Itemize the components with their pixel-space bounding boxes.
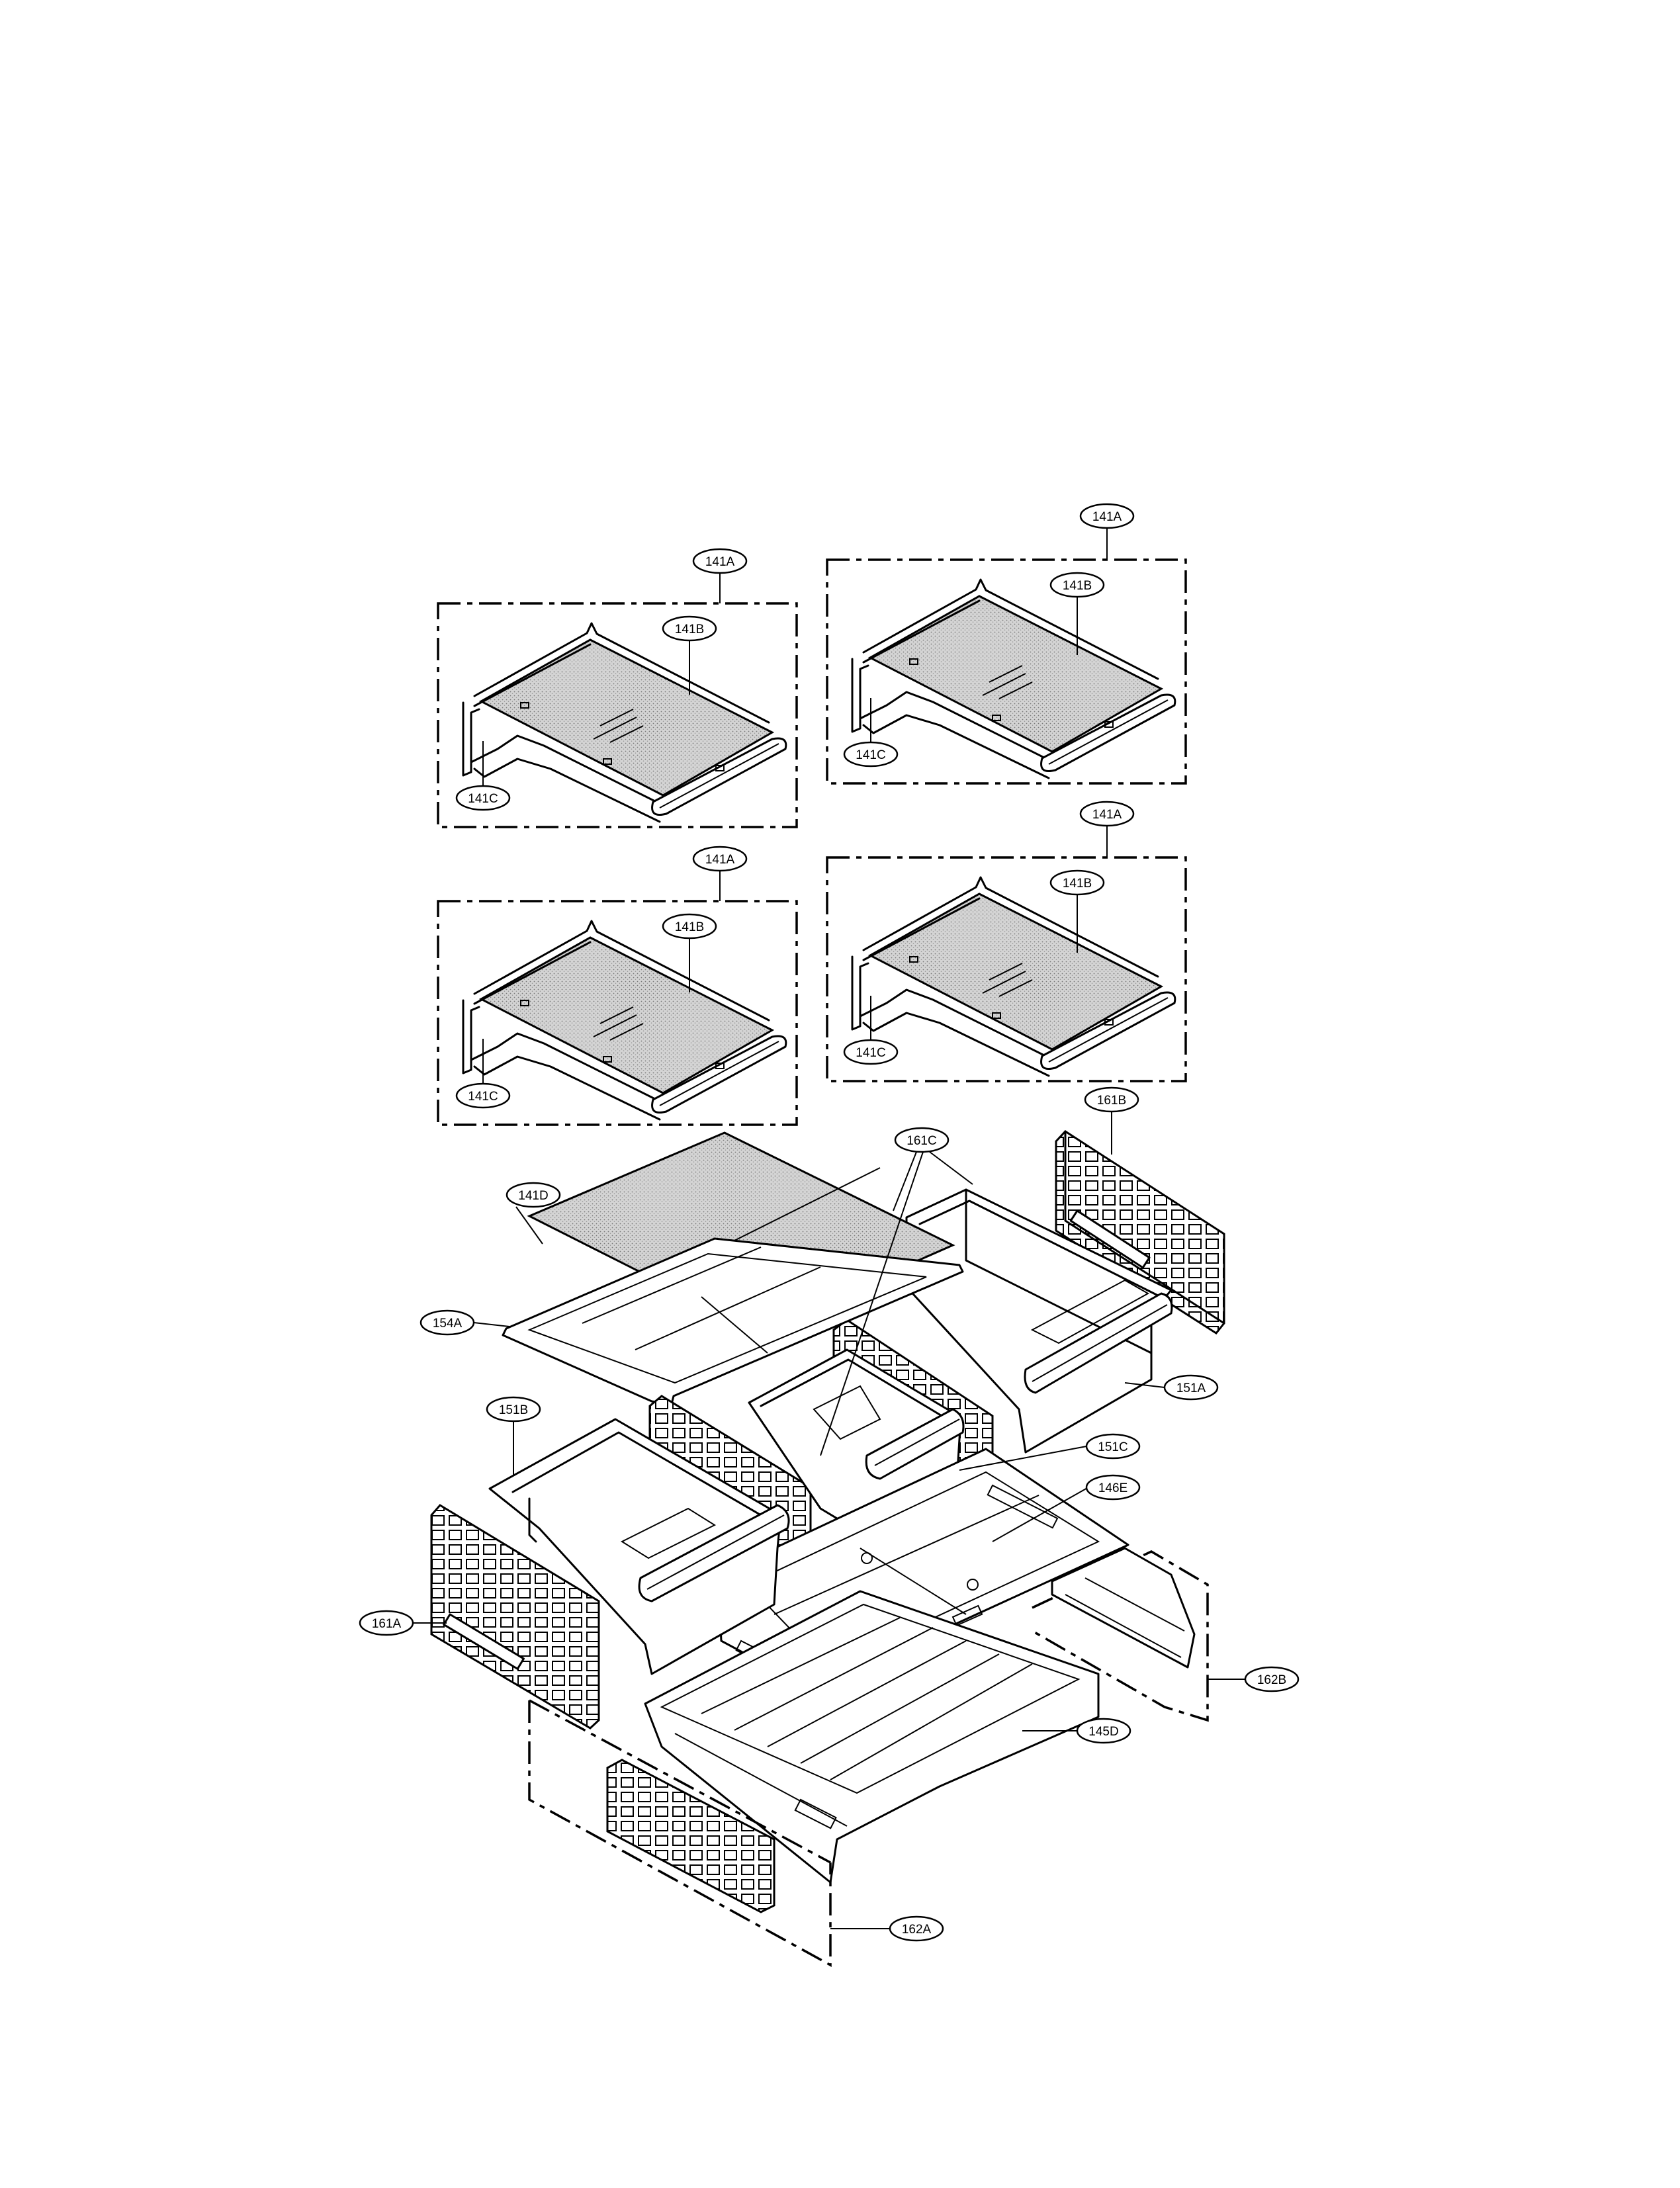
svg-text:151A: 151A [1176, 1381, 1206, 1395]
svg-text:141B: 141B [675, 920, 704, 934]
bin-145D [644, 1590, 1100, 1884]
svg-text:141A: 141A [1092, 510, 1122, 524]
callout-141B-4: 141B [1049, 869, 1105, 896]
rail-162B [1032, 1547, 1209, 1722]
callout-141B-1: 141B [662, 615, 717, 642]
callout-141A-4: 141A [1079, 801, 1135, 827]
callout-141B-3: 141B [662, 913, 717, 940]
callout-145D: 145D [1076, 1718, 1131, 1744]
drawer-151B [488, 1418, 790, 1675]
svg-text:146E: 146E [1098, 1481, 1127, 1495]
callout-151C: 151C [1085, 1433, 1141, 1460]
svg-text:141A: 141A [1092, 808, 1122, 822]
svg-text:141A: 141A [705, 853, 735, 867]
svg-text:161A: 161A [372, 1617, 402, 1631]
callout-141A-2: 141A [1079, 503, 1135, 529]
shelf-assembly-3 [437, 871, 798, 1126]
callout-151A: 151A [1163, 1374, 1219, 1401]
svg-text:161C: 161C [906, 1134, 936, 1148]
callout-141B-2: 141B [1049, 572, 1105, 598]
svg-text:141C: 141C [468, 792, 498, 806]
svg-text:141C: 141C [856, 1046, 885, 1060]
svg-text:141D: 141D [518, 1189, 548, 1203]
leader-lines [413, 1112, 1245, 1929]
svg-text:161B: 161B [1097, 1094, 1126, 1108]
callout-141C-1: 141C [455, 785, 511, 811]
callout-162A: 162A [889, 1915, 944, 1942]
svg-text:154A: 154A [433, 1317, 463, 1331]
drawer-151A [905, 1188, 1173, 1454]
svg-text:141A: 141A [705, 555, 735, 569]
callout-161C: 161C [894, 1127, 950, 1153]
svg-text:141C: 141C [468, 1090, 498, 1104]
callout-141D: 141D [506, 1182, 561, 1208]
callout-141A-1: 141A [692, 548, 748, 574]
shelf-assembly-1 [437, 573, 798, 828]
callout-141C-3: 141C [455, 1082, 511, 1109]
svg-text:162B: 162B [1257, 1673, 1286, 1687]
svg-text:162A: 162A [902, 1923, 932, 1937]
callout-146E: 146E [1085, 1474, 1141, 1501]
shelf-assembly-2 [826, 528, 1187, 785]
callout-141C-4: 141C [843, 1039, 899, 1065]
svg-text:141B: 141B [1063, 877, 1092, 891]
svg-text:141B: 141B [1063, 579, 1092, 593]
panel-161A [430, 1504, 600, 1729]
callout-151B: 151B [486, 1396, 541, 1422]
svg-text:141B: 141B [675, 623, 704, 636]
shelf-assembly-4 [826, 826, 1187, 1082]
callout-154A: 154A [420, 1309, 475, 1336]
rail-162A [528, 1699, 832, 1967]
callout-161B: 161B [1084, 1086, 1139, 1113]
callout-161A: 161A [359, 1610, 414, 1636]
callout-141A-3: 141A [692, 846, 748, 872]
callout-162B: 162B [1244, 1666, 1300, 1692]
svg-text:141C: 141C [856, 748, 885, 762]
svg-text:151C: 151C [1098, 1440, 1127, 1454]
svg-text:151B: 151B [499, 1403, 528, 1417]
callout-141C-2: 141C [843, 741, 899, 767]
cover-frame-154A [502, 1237, 964, 1405]
svg-text:145D: 145D [1088, 1725, 1118, 1739]
